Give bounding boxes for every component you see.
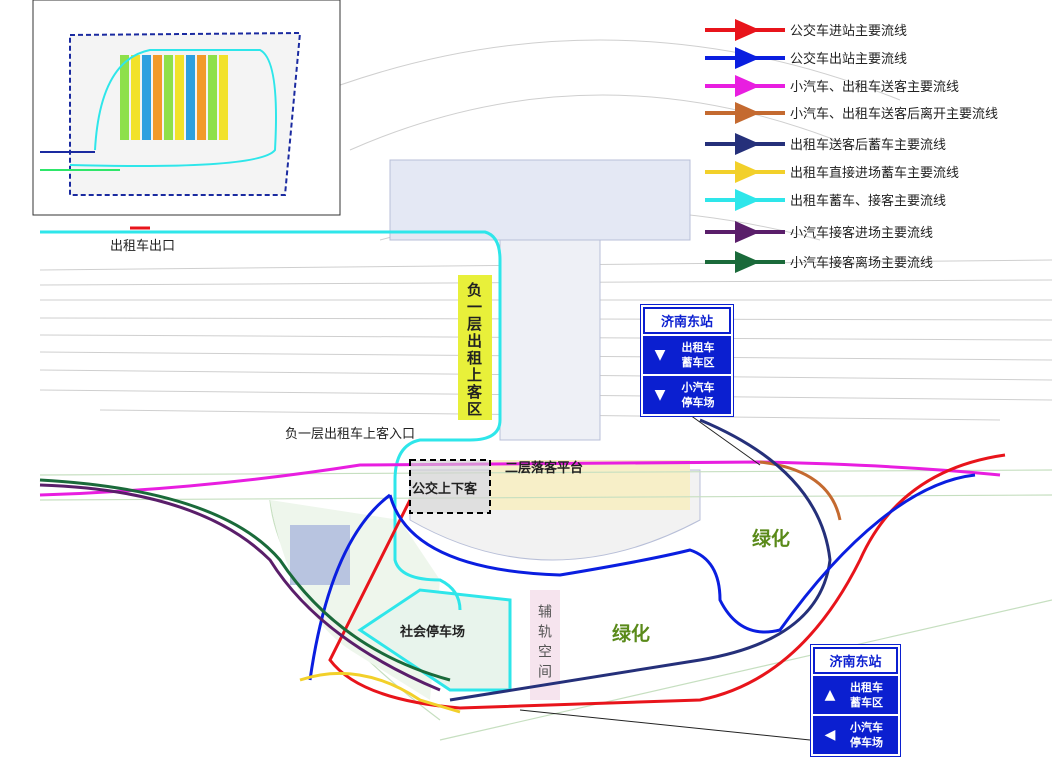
label-rail-space: 辅轨空间 <box>536 604 552 684</box>
inset-platform-bar <box>197 55 206 140</box>
arrow-left-icon: ◀ <box>824 726 836 743</box>
social-parking-lot <box>357 588 512 692</box>
flow-bus-out-2 <box>308 493 391 681</box>
sign-row: ▼出租车蓄车区 <box>643 334 731 374</box>
inset-platform-bar <box>164 55 173 140</box>
parking-lot-small <box>290 525 350 585</box>
legend-item: 小汽车、出租车送客后离开主要流线 <box>705 102 998 124</box>
drop-off-platform <box>490 460 690 510</box>
legend-arrow-icon <box>735 47 760 69</box>
label-greenery-2: 绿化 <box>612 622 650 645</box>
legend-item: 公交车出站主要流线 <box>705 47 907 69</box>
legend-label: 出租车送客后蓄车主要流线 <box>790 137 946 153</box>
bus-stop-area <box>409 459 491 514</box>
legend-label: 小汽车、出租车送客主要流线 <box>790 79 959 95</box>
legend-label: 出租车蓄车、接客主要流线 <box>790 193 946 209</box>
inset-platform-bar <box>186 55 195 140</box>
inset-platform-bar <box>175 55 184 140</box>
flow-taxi-holding <box>449 418 832 702</box>
legend-label: 公交车进站主要流线 <box>790 23 907 39</box>
label-b1-taxi-entry: 负一层出租车上客入口 <box>285 426 415 442</box>
label-bus-stop: 公交上下客 <box>412 481 478 497</box>
arrow-down-icon: ▼ <box>654 386 666 403</box>
label-b1-taxi-zone: 负一层出租上客区 <box>465 282 483 418</box>
direction-sign-1: 济南东站 ▼出租车蓄车区 ▼小汽车停车场 <box>640 304 734 417</box>
legend-arrow-icon <box>735 251 760 273</box>
arrow-up-icon: ▲ <box>824 686 836 703</box>
sign-title: 济南东站 <box>645 309 729 332</box>
legend-arrow-icon <box>735 102 760 124</box>
sign-pointer-2 <box>519 709 811 741</box>
inset-platform-bar <box>219 55 228 140</box>
legend-arrow-icon <box>735 221 760 243</box>
flow-taxi-pickup <box>40 230 502 611</box>
inset-platform-bar <box>120 55 129 140</box>
legend-label: 小汽车接客进场主要流线 <box>790 225 933 241</box>
inset-platform-bar <box>208 55 217 140</box>
legend-label: 公交车出站主要流线 <box>790 51 907 67</box>
flow-bus-out <box>388 473 976 634</box>
legend-item: 小汽车接客离场主要流线 <box>705 251 933 273</box>
flow-car-pickup-in <box>39 483 441 692</box>
legend-arrow-icon <box>735 133 760 155</box>
legend-item: 小汽车、出租车送客主要流线 <box>705 75 959 97</box>
inset-platform-bar <box>153 55 162 140</box>
sign-pointer-1 <box>689 414 761 466</box>
legend-item: 出租车直接进场蓄车主要流线 <box>705 161 959 183</box>
sign-row: ▼小汽车停车场 <box>643 374 731 414</box>
legend-arrow-icon <box>735 75 760 97</box>
direction-sign-2: 济南东站 ▲出租车蓄车区 ◀小汽车停车场 <box>810 644 901 757</box>
legend-item: 小汽车接客进场主要流线 <box>705 221 933 243</box>
label-parking: 社会停车场 <box>399 624 465 640</box>
inset-overview-map <box>32 0 341 216</box>
legend-arrow-icon <box>735 19 760 41</box>
legend-label: 出租车直接进场蓄车主要流线 <box>790 165 959 181</box>
legend-label: 小汽车接客离场主要流线 <box>790 255 933 271</box>
arrow-down-icon: ▼ <box>654 346 666 363</box>
flow-taxi-direct <box>299 671 461 714</box>
sign-row: ▲出租车蓄车区 <box>813 674 898 714</box>
b1-taxi-zone-box <box>458 275 492 420</box>
legend-arrow-icon <box>735 189 760 211</box>
sign-title: 济南东站 <box>815 649 896 672</box>
legend-item: 出租车送客后蓄车主要流线 <box>705 133 946 155</box>
legend-label: 小汽车、出租车送客后离开主要流线 <box>790 106 998 122</box>
label-taxi-exit: 出租车出口 <box>110 238 175 254</box>
rail-space-zone <box>530 590 560 700</box>
flow-car-pickup-out <box>39 478 451 682</box>
label-greenery-1: 绿化 <box>752 527 790 550</box>
inset-platform-bar <box>142 55 151 140</box>
legend-item: 公交车进站主要流线 <box>705 19 907 41</box>
legend-item: 出租车蓄车、接客主要流线 <box>705 189 946 211</box>
legend: 公交车进站主要流线公交车出站主要流线小汽车、出租车送客主要流线小汽车、出租车送客… <box>705 19 998 273</box>
sign-row: ◀小汽车停车场 <box>813 714 898 754</box>
label-drop-off-platform: 二层落客平台 <box>505 460 583 476</box>
inset-platform-bar <box>131 55 140 140</box>
legend-arrow-icon <box>735 161 760 183</box>
